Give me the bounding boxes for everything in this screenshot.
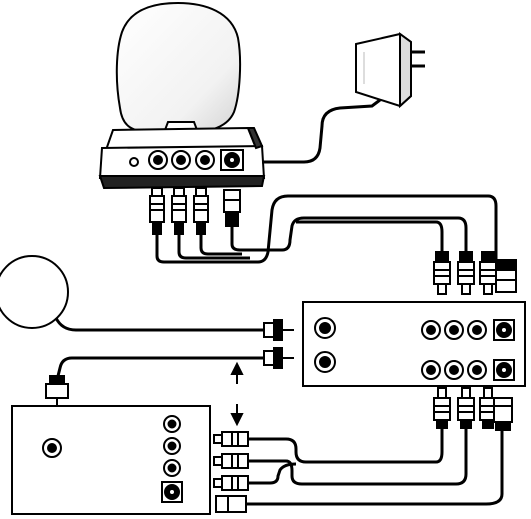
vcr-tv-coax-plug xyxy=(264,348,294,368)
vcr-rca-plug-1 xyxy=(434,252,450,294)
rca-plug-2 xyxy=(172,188,186,234)
vcr-rca-jacks-top xyxy=(422,321,486,339)
tv-rca-jacks xyxy=(164,416,180,476)
rca-plug-3 xyxy=(194,188,208,234)
adapter-cord xyxy=(262,100,380,162)
tv-coax-plug xyxy=(46,376,68,408)
tv-rca-plug-1 xyxy=(214,432,248,446)
receiver-base xyxy=(100,128,264,188)
tv-rca-plug-2 xyxy=(214,454,248,468)
vcr-out-rca-1 xyxy=(434,388,450,428)
tv-svideo-jack xyxy=(162,482,182,502)
tv xyxy=(12,406,210,514)
vcr-rca-jacks-bottom xyxy=(422,361,486,379)
antenna-unit xyxy=(117,3,240,148)
receiver-rca-plugs xyxy=(150,188,240,234)
adapter-prongs xyxy=(411,52,425,66)
vcr-svideo-plug xyxy=(496,260,516,292)
wall-adapter xyxy=(356,34,425,106)
vcr-input-plugs xyxy=(434,252,516,294)
vcr xyxy=(303,302,525,386)
vcr-rca-plug-2 xyxy=(458,252,474,294)
antenna-loop xyxy=(117,3,240,132)
svideo-plug-top xyxy=(224,190,240,226)
tv-svideo-plug xyxy=(216,496,246,512)
tv-rca-plug-3 xyxy=(214,476,248,490)
tv-cables xyxy=(246,424,502,504)
vcr-out-rca-2 xyxy=(458,388,474,428)
tv-input-plugs xyxy=(214,432,248,512)
dish-cable xyxy=(56,318,264,330)
tv-coax-jack xyxy=(43,439,61,457)
dish-cable-plug xyxy=(264,320,294,340)
receiver-jack-small xyxy=(130,158,138,166)
vcr-out-svideo xyxy=(494,398,512,430)
arrow-down xyxy=(232,404,242,424)
rca-plug-1 xyxy=(150,188,164,234)
satellite-dish xyxy=(0,256,68,328)
receiver-rca-jacks xyxy=(149,151,214,169)
arrow-up xyxy=(232,364,242,384)
vcr-output-plugs xyxy=(434,388,512,430)
vcr-rca-plug-3 xyxy=(480,252,496,294)
